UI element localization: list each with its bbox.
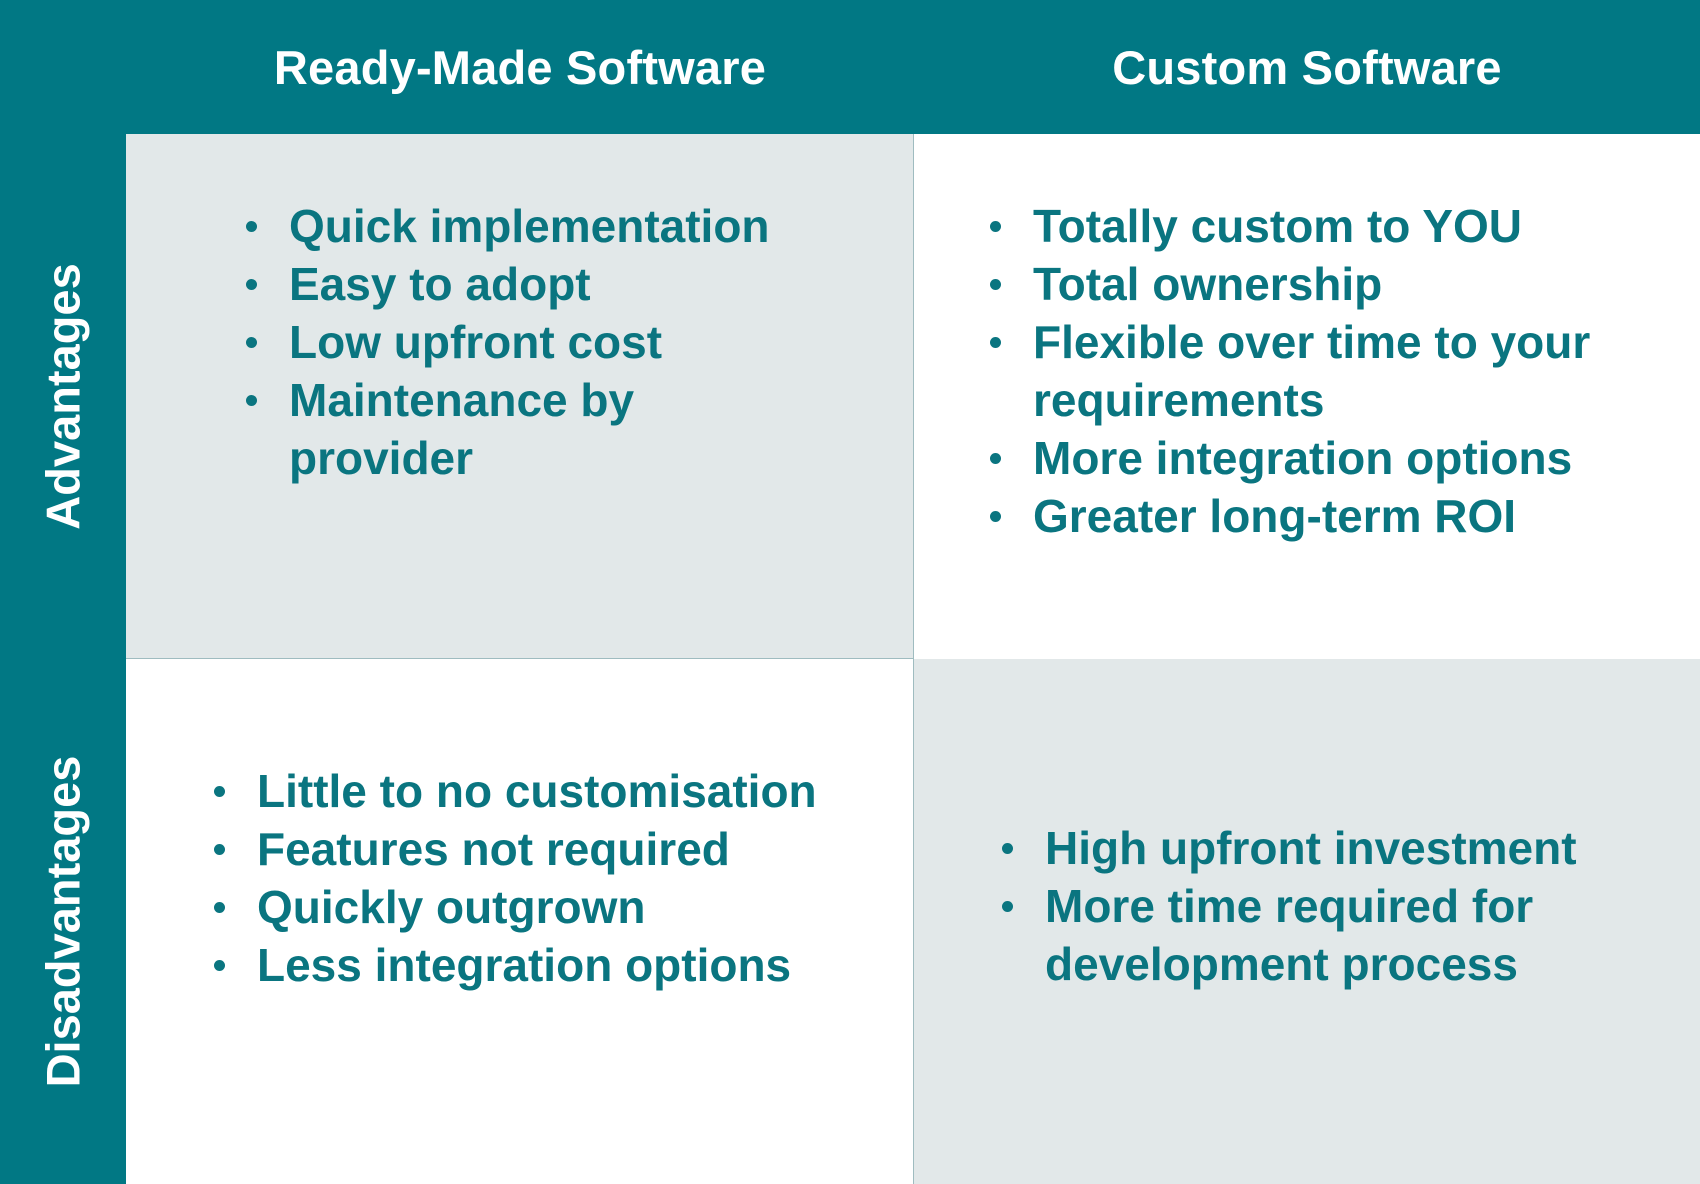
custom-advantages-list: Totally custom to YOU Total ownership Fl… bbox=[988, 197, 1678, 545]
list-item: Easy to adopt bbox=[244, 255, 804, 313]
row-label-disadvantages: Disadvantages bbox=[36, 755, 90, 1088]
column-header-ready-made: Ready-Made Software bbox=[273, 40, 767, 94]
list-item: High upfront investment bbox=[1000, 819, 1680, 877]
cell-ready-made-advantages: Quick implementation Easy to adopt Low u… bbox=[126, 134, 914, 659]
list-item: Flexible over time to your requirements bbox=[988, 313, 1678, 429]
cell-custom-advantages: Totally custom to YOU Total ownership Fl… bbox=[914, 134, 1700, 659]
cell-custom-disadvantages: High upfront investment More time requir… bbox=[914, 659, 1700, 1184]
cell-ready-made-disadvantages: Little to no customisation Features not … bbox=[126, 659, 914, 1184]
row-header-disadvantages: Disadvantages bbox=[0, 659, 126, 1184]
row-header-advantages: Advantages bbox=[0, 134, 126, 659]
list-item: Little to no customisation bbox=[212, 762, 892, 820]
ready-made-disadvantages-list: Little to no customisation Features not … bbox=[212, 762, 892, 994]
list-item: Greater long-term ROI bbox=[988, 487, 1678, 545]
list-item: Maintenance by provider bbox=[244, 371, 804, 487]
list-item: More integration options bbox=[988, 429, 1678, 487]
column-header-custom: Custom Software bbox=[1112, 40, 1502, 94]
list-item: Quick implementation bbox=[244, 197, 804, 255]
list-item: Quickly outgrown bbox=[212, 878, 892, 936]
custom-disadvantages-list: High upfront investment More time requir… bbox=[1000, 819, 1680, 993]
list-item: Low upfront cost bbox=[244, 313, 804, 371]
list-item: Total ownership bbox=[988, 255, 1678, 313]
list-item: Totally custom to YOU bbox=[988, 197, 1678, 255]
list-item: More time required for development proce… bbox=[1000, 877, 1680, 993]
row-label-advantages: Advantages bbox=[36, 263, 90, 530]
list-item: Less integration options bbox=[212, 936, 892, 994]
list-item: Features not required bbox=[212, 820, 892, 878]
ready-made-advantages-list: Quick implementation Easy to adopt Low u… bbox=[244, 197, 804, 487]
